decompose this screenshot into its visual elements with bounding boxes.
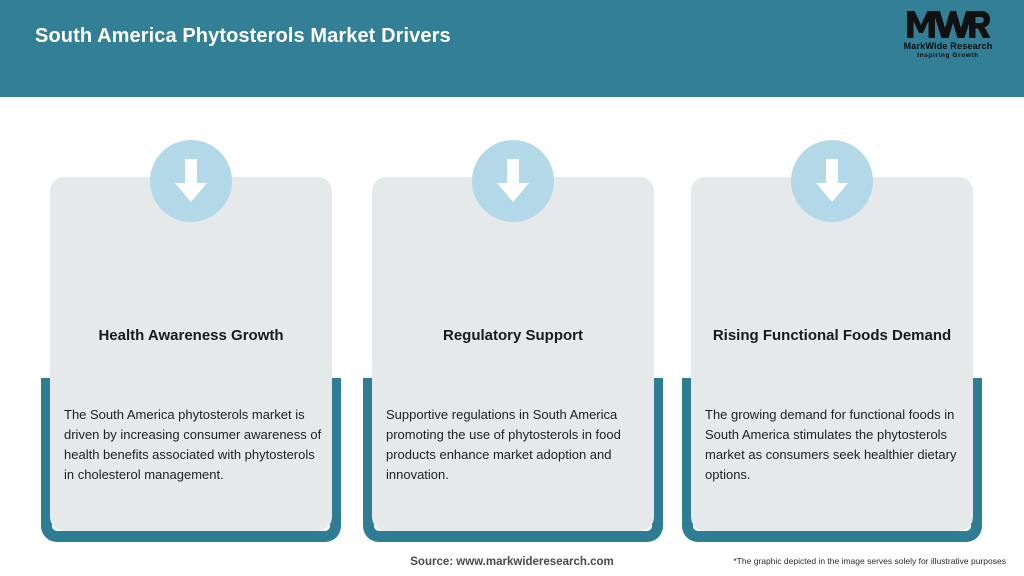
page-header: South America Phytosterols Market Driver…: [0, 0, 1024, 97]
card-body-text: Supportive regulations in South America …: [386, 407, 621, 482]
card-body-text: The growing demand for functional foods …: [705, 407, 957, 482]
driver-card-2[interactable]: Regulatory Support Supportive regulation…: [363, 97, 663, 544]
card-body-text: The South America phytosterols market is…: [64, 407, 322, 482]
down-arrow-icon: [472, 140, 554, 222]
disclaimer-label: *The graphic depicted in the image serve…: [733, 556, 1006, 566]
card-bracket-frame: [682, 378, 982, 542]
down-arrow-icon: [791, 140, 873, 222]
mwr-logo-icon: [890, 8, 1006, 40]
card-title: Regulatory Support: [442, 327, 583, 344]
card-panel: Health Awareness Growth The South Americ…: [50, 177, 332, 531]
brand-logo: MarkWide Research Inspiring Growth: [890, 8, 1006, 66]
logo-tagline: Inspiring Growth: [917, 52, 979, 59]
drivers-card-list: Health Awareness Growth The South Americ…: [0, 97, 1024, 544]
logo-company-name: MarkWide Research: [903, 41, 993, 51]
card-title: Health Awareness Growth: [98, 327, 284, 344]
card-panel: Regulatory Support Supportive regulation…: [372, 177, 654, 531]
page-title: South America Phytosterols Market Driver…: [35, 25, 451, 47]
card-title: Rising Functional Foods Demand: [712, 327, 952, 344]
down-arrow-icon: [150, 140, 232, 222]
card-bracket-frame: [363, 378, 663, 542]
card-panel: Rising Functional Foods Demand The growi…: [691, 177, 973, 531]
card-bracket-frame: [41, 378, 341, 542]
driver-card-3[interactable]: Rising Functional Foods Demand The growi…: [682, 97, 982, 544]
driver-card-1[interactable]: Health Awareness Growth The South Americ…: [41, 97, 341, 544]
source-label: Source: www.markwideresearch.com: [410, 556, 614, 568]
